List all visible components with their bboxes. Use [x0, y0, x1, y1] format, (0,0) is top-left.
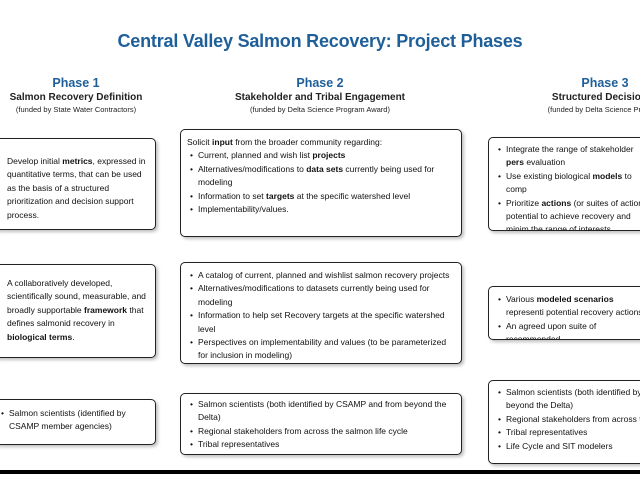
- list-item: Various modeled scenarios representi pot…: [498, 293, 640, 320]
- phase-1-header: Phase 1 Salmon Recovery Definition (fund…: [0, 75, 166, 115]
- page-title: Central Valley Salmon Recovery: Project …: [117, 31, 523, 51]
- list-item: Salmon scientists (both identified by CS…: [190, 398, 455, 425]
- phase-3-subtitle: Structured Decision M: [551, 92, 640, 103]
- list-item: Salmon scientists (identified by CSAMP m…: [1, 407, 149, 434]
- phase-2-objective-box: Solicit input from the broader community…: [180, 129, 462, 237]
- phase-3-funding: (funded by Delta Science Program: [547, 105, 640, 114]
- list-item: A catalog of current, planned and wishli…: [190, 269, 455, 283]
- list-item: An agreed upon suite of recommended: [498, 320, 640, 339]
- phase-2-subtitle: Stakeholder and Tribal Engagement: [234, 92, 406, 103]
- list-item: Life Cycle and SIT modelers: [498, 440, 640, 454]
- phase-1-name: Phase 1: [52, 76, 100, 90]
- list-item: Perspectives on implementability and val…: [190, 336, 455, 363]
- phase-3-name: Phase 3: [581, 76, 629, 90]
- phase-1-participants-box: Salmon scientists (identified by CSAMP m…: [0, 399, 156, 445]
- phase-2-name: Phase 2: [296, 76, 344, 90]
- bottom-divider: [0, 470, 640, 474]
- list-item: Information to set targets at the specif…: [190, 190, 455, 204]
- phase-3-participants-box: Salmon scientists (both identified by C …: [488, 380, 640, 464]
- list-item: Implementability/values.: [190, 203, 455, 217]
- list-item: Prioritize actions (or suites of actions…: [498, 197, 640, 230]
- phase-2-funding: (funded by Delta Science Program Award): [250, 105, 390, 114]
- phase-2-header: Phase 2 Stakeholder and Tribal Engagemen…: [230, 75, 410, 115]
- phase-1-objective-text: Develop initial metrics, expressed in qu…: [7, 156, 146, 220]
- list-item: Regional stakeholders from across th: [498, 413, 640, 427]
- phase-2-participants-box: Salmon scientists (both identified by CS…: [180, 393, 462, 455]
- phase-1-outcome-box: A collaboratively developed, scientifica…: [0, 264, 156, 358]
- list-item: Integrate the range of stakeholder pers …: [498, 143, 640, 170]
- phase-1-outcome-text: A collaboratively developed, scientifica…: [7, 278, 146, 342]
- phase-3-header: Phase 3 Structured Decision M (funded by…: [510, 75, 640, 115]
- list-item: Tribal representatives: [498, 426, 640, 440]
- phase-3-objective-box: Integrate the range of stakeholder pers …: [488, 137, 640, 231]
- list-item: Alternatives/modifications to data sets …: [190, 163, 455, 190]
- phase-1-objective-box: Develop initial metrics, expressed in qu…: [0, 138, 156, 230]
- list-item: Alternatives/modifications to datasets c…: [190, 282, 455, 309]
- list-item: Information to help set Recovery targets…: [190, 309, 455, 336]
- phase-1-subtitle: Salmon Recovery Definition: [9, 92, 143, 103]
- list-item: Use existing biological models to comp: [498, 170, 640, 197]
- list-item: Current, planned and wish list projects: [190, 149, 455, 163]
- list-item: Tribal representatives: [190, 438, 455, 452]
- list-item: Salmon scientists (both identified by C …: [498, 386, 640, 413]
- phase-2-outcome-box: A catalog of current, planned and wishli…: [180, 262, 462, 364]
- phase-3-outcome-box: Various modeled scenarios representi pot…: [488, 286, 640, 340]
- phase-1-funding: (funded by State Water Contractors): [15, 105, 137, 114]
- phase-2-objective-intro: Solicit input from the broader community…: [187, 137, 383, 147]
- list-item: Regional stakeholders from across the sa…: [190, 425, 455, 439]
